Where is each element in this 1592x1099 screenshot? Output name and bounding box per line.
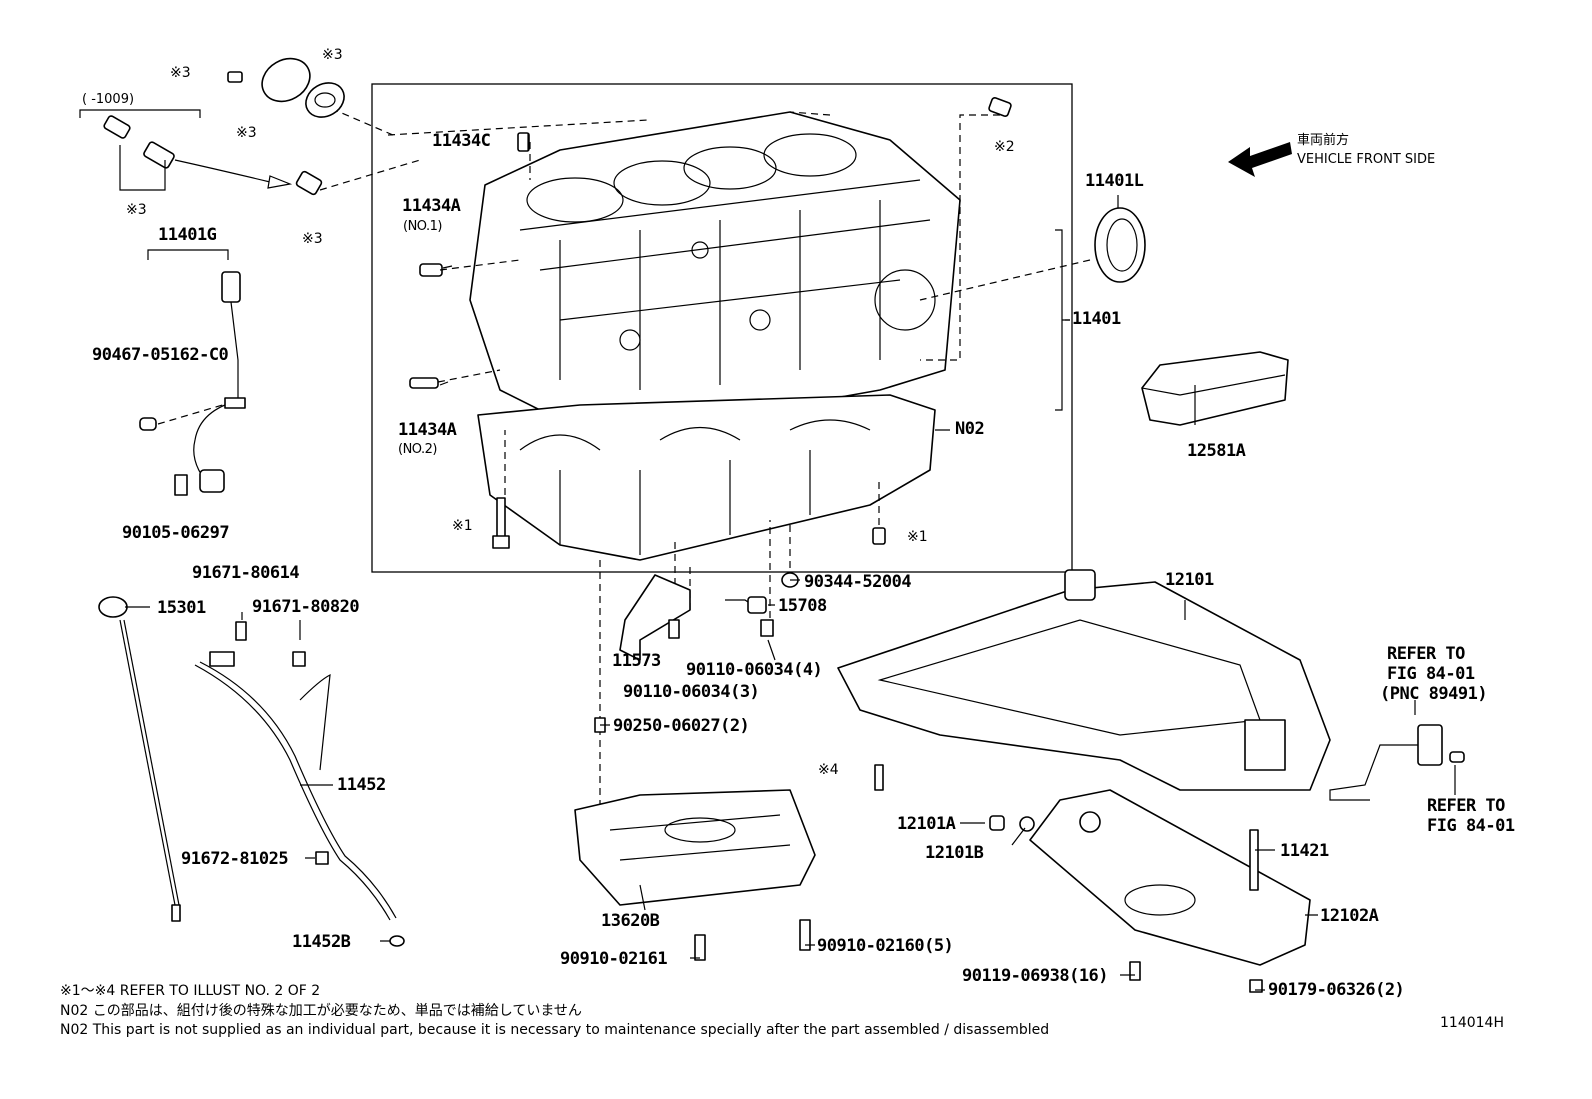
mark-1-b: ※1 [907, 529, 928, 545]
label-11434C: 11434C [432, 131, 491, 151]
bolt-mark3 [227, 71, 243, 83]
balancer-13620B [574, 789, 816, 906]
drain-plug-12101A [989, 815, 1005, 831]
label-refer-1a: REFER TO [1387, 644, 1465, 664]
label-90110-4: 90110-06034(4) [686, 660, 823, 680]
label-11421: 11421 [1280, 841, 1329, 861]
gasket [305, 82, 345, 118]
nozzle-15708 [747, 596, 767, 614]
note-line-3: N02 This part is not supplied as an indi… [60, 1022, 1050, 1038]
block-group-frame [371, 83, 1073, 573]
switch-c [295, 170, 323, 196]
label-91672: 91672-81025 [181, 849, 289, 869]
label-N02: N02 [955, 419, 985, 439]
label-11401: 11401 [1072, 309, 1121, 329]
label-90119: 90119-06938(16) [962, 966, 1109, 986]
dowel-mark1 [872, 527, 886, 545]
level-sensor [1417, 724, 1443, 766]
label-11434A-1: 11434A [402, 196, 461, 216]
switch-a [103, 115, 131, 139]
label-12102A: 12102A [1320, 906, 1379, 926]
mark-1-a: ※1 [452, 518, 473, 534]
date-range: ( -1009) [82, 92, 135, 107]
front-arrow-icon [1228, 142, 1292, 177]
gasket-plate [261, 57, 311, 103]
cylinder-block [469, 111, 961, 441]
label-11452: 11452 [337, 775, 386, 795]
label-15708: 15708 [778, 596, 827, 616]
mark-3-d: ※3 [126, 202, 147, 218]
label-90344: 90344-52004 [804, 572, 912, 592]
label-11401L: 11401L [1085, 171, 1144, 191]
dowel-mark2 [988, 97, 1012, 117]
label-12101: 12101 [1165, 570, 1214, 590]
label-90179: 90179-06326(2) [1268, 980, 1405, 1000]
front-en: VEHICLE FRONT SIDE [1297, 152, 1436, 167]
label-refer-2b: FIG 84-01 [1427, 816, 1515, 836]
label-90250: 90250-06027(2) [613, 716, 750, 736]
sensor-11401G [221, 271, 241, 303]
dipstick-15301 [98, 596, 128, 618]
label-refer-1c: (PNC 89491) [1380, 684, 1488, 704]
mark-3-b: ※3 [322, 47, 343, 63]
label-91671-80614: 91671-80614 [192, 563, 300, 583]
note-line-2: N02 この部品は、組付け後の特殊な加工が必要なため、単品では補給していません [60, 1003, 582, 1019]
label-12101A: 12101A [897, 814, 956, 834]
label-12581A: 12581A [1187, 441, 1246, 461]
oil-pan-12102A [1029, 789, 1311, 966]
label-refer-2a: REFER TO [1427, 796, 1505, 816]
label-90110-3: 90110-06034(3) [623, 682, 760, 702]
note-line-1: ※1～※4 REFER TO ILLUST NO. 2 OF 2 [60, 983, 321, 999]
front-jp: 車両前方 [1297, 133, 1350, 148]
dowel-11434C [517, 132, 530, 152]
label-90910-02161: 90910-02161 [560, 949, 668, 969]
mark-3-e: ※3 [302, 231, 323, 247]
label-15301: 15301 [157, 598, 206, 618]
mark-2: ※2 [994, 139, 1015, 155]
mark-3-c: ※3 [236, 125, 257, 141]
dowel-11434A-1 [419, 263, 443, 277]
label-12101B: 12101B [925, 843, 984, 863]
label-13620B: 13620B [601, 911, 660, 931]
switch-b [143, 141, 175, 169]
label-90910-02160: 90910-02160(5) [817, 936, 954, 956]
bolt-mark1-head [492, 535, 510, 549]
label-11434A-2: 11434A [398, 420, 457, 440]
label-refer-1b: FIG 84-01 [1387, 664, 1475, 684]
dowel-11434A-2 [409, 377, 439, 389]
clip [224, 397, 246, 409]
mark-3-a: ※3 [170, 65, 191, 81]
label-91671-80820: 91671-80820 [252, 597, 360, 617]
crankcase-lower [477, 394, 936, 561]
o-ring-11452B [389, 935, 405, 947]
figure-id: 114014H [1440, 1015, 1504, 1031]
bolt-mark1 [496, 497, 506, 539]
label-11573: 11573 [612, 651, 661, 671]
mark-4: ※4 [818, 762, 839, 778]
label-90467: 90467-05162-C0 [92, 345, 229, 365]
label-11434A-1-note: (NO.1) [403, 219, 442, 234]
oil-pan-12101 [837, 581, 1331, 791]
gasket-12101B [1019, 816, 1035, 832]
label-11434A-2-note: (NO.2) [398, 442, 437, 457]
baffle-11573 [619, 574, 691, 661]
label-11452B: 11452B [292, 932, 351, 952]
label-11401G: 11401G [158, 225, 217, 245]
pump-cover [1244, 719, 1286, 771]
label-90105: 90105-06297 [122, 523, 230, 543]
